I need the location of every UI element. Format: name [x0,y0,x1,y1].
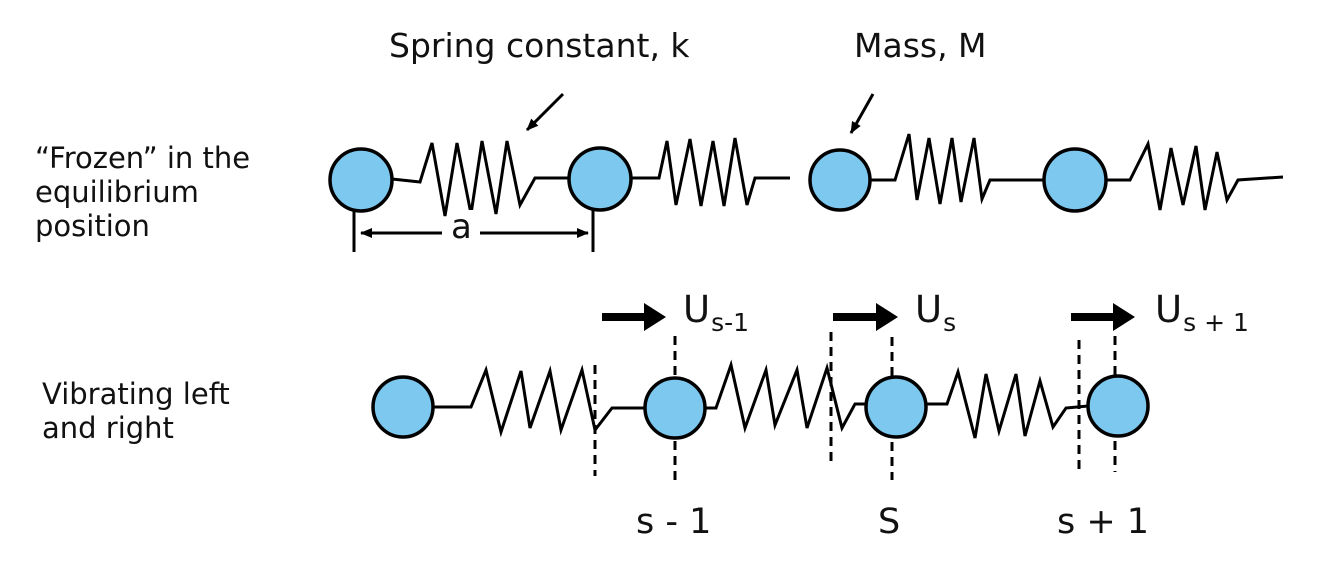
displacement-subscript: s [943,308,957,337]
spring [1106,139,1284,211]
site-label-s-plus-1: s + 1 [1057,502,1150,542]
site-label-s-minus-1: s - 1 [636,502,712,542]
spring [927,366,1089,439]
displacement-symbol: U [683,288,711,331]
displacement-label-s: Us [915,291,956,337]
mass [864,375,928,439]
bottom-masses [371,374,1150,440]
mass [643,376,707,440]
frozen-label-line: equilibrium [35,175,199,209]
mass [1042,147,1108,213]
displacement-arrow-icon [1071,303,1135,331]
frozen-label: “Frozen” in the equilibrium position [35,141,250,243]
top-chain [352,92,1284,252]
top-masses [328,146,1108,213]
vibrating-label-line: and right [42,411,174,445]
site-label-s: S [878,502,901,542]
vibrating-label-line: Vibrating left [42,377,230,411]
frozen-label-line: position [35,209,150,243]
frozen-label-line: “Frozen” in the [35,141,251,175]
displacement-label-s-minus-1: Us-1 [683,291,749,337]
displacement-symbol: U [1155,288,1183,331]
spring [391,140,570,217]
bottom-chain [433,359,1089,439]
mass-pointer-arrow [849,93,875,134]
spring-pointer-arrow [525,92,565,132]
displacement-subscript: s-1 [711,308,750,337]
mass [328,147,394,213]
displacement-symbol: U [915,288,943,331]
displacement-arrow-icon [833,303,898,331]
spring [433,364,645,438]
spring [631,137,790,207]
mass-label: Mass, M [854,26,987,65]
displacement-arrows [602,303,1135,331]
vibrating-label: Vibrating left and right [42,377,230,445]
mass [371,375,435,439]
spring [870,133,1044,205]
mass [808,148,872,212]
displacement-subscript: s + 1 [1183,308,1249,337]
spring [706,359,866,434]
mass [1086,374,1150,438]
displacement-label-s-plus-1: Us + 1 [1155,291,1249,337]
lattice-spacing-label: a [448,210,475,244]
displacement-arrow-icon [602,303,666,331]
spring-constant-label: Spring constant, k [389,26,690,65]
mass [567,146,633,212]
